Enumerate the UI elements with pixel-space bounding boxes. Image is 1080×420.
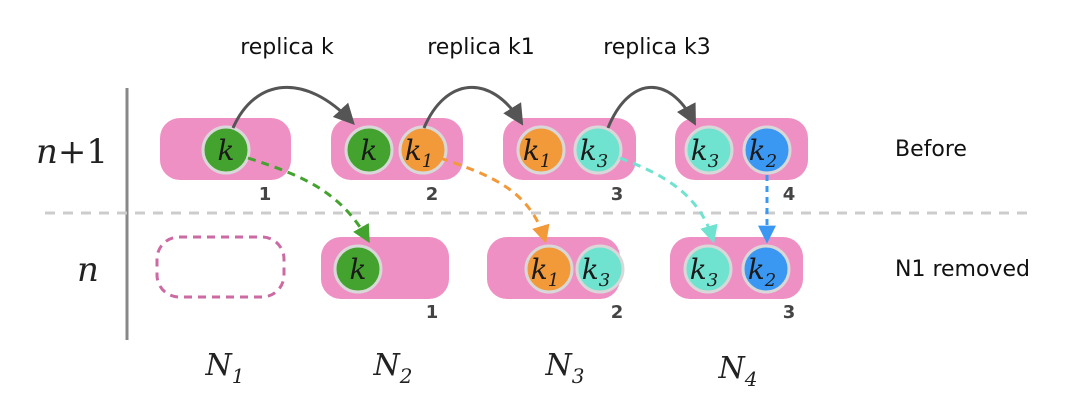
state-label-before: Before <box>895 137 967 162</box>
migrate-arrow-k1 <box>439 156 550 244</box>
index-top-3: 3 <box>611 184 624 205</box>
svg-text:k3: k3 <box>580 134 608 172</box>
svg-text:k: k <box>350 253 367 286</box>
svg-text:k3: k3 <box>582 253 610 291</box>
key-k-n1-top: k <box>201 125 251 175</box>
svg-text:k: k <box>218 134 235 167</box>
index-bottom-2: 2 <box>611 302 624 323</box>
node-n1-removed <box>155 235 286 299</box>
svg-text:k2: k2 <box>749 134 777 172</box>
index-top-1: 1 <box>259 184 272 205</box>
replica-label-k3: replica k3 <box>603 35 711 60</box>
svg-text:k3: k3 <box>691 134 719 172</box>
svg-text:k: k <box>361 134 378 167</box>
replica-arrow-k1 <box>422 85 524 129</box>
index-bottom-1: 1 <box>426 302 439 323</box>
svg-text:k1: k1 <box>523 134 551 172</box>
svg-text:k2: k2 <box>748 253 776 291</box>
row-label-top: n+1 <box>36 132 108 172</box>
column-label-n4: N4 <box>718 351 758 391</box>
row-label-bottom: n <box>77 250 99 290</box>
key-k-n2-bottom: k <box>333 244 383 294</box>
key-k1-n3-bottom: k1 <box>524 244 574 294</box>
key-k1-n2-top: k1 <box>398 125 448 175</box>
column-label-n1: N1 <box>205 348 245 388</box>
svg-text:k1: k1 <box>405 134 433 172</box>
svg-text:k3: k3 <box>690 253 718 291</box>
key-k-n2-top: k <box>344 125 394 175</box>
replica-label-k: replica k <box>240 35 334 60</box>
column-label-n3: N3 <box>545 348 585 388</box>
key-k3-n4-top: k3 <box>684 125 734 175</box>
index-top-4: 4 <box>783 184 796 205</box>
key-k3-n3-top: k3 <box>573 125 623 175</box>
key-k3-n3-bottom: k3 <box>575 244 625 294</box>
migrate-arrow-k <box>247 156 370 244</box>
replica-label-k1: replica k1 <box>427 35 535 60</box>
key-k2-n4-bottom: k2 <box>741 244 791 294</box>
index-bottom-3: 3 <box>783 302 796 323</box>
migrate-arrow-k3 <box>619 156 718 244</box>
key-k2-n4-top: k2 <box>742 125 792 175</box>
state-label-removed: N1 removed <box>895 257 1030 282</box>
key-k1-n3-top: k1 <box>516 125 566 175</box>
column-label-n2: N2 <box>373 348 413 388</box>
key-k3-n4-bottom: k3 <box>683 244 733 294</box>
svg-text:k1: k1 <box>531 253 559 291</box>
replica-arrow-k3 <box>606 85 696 129</box>
index-top-2: 2 <box>426 184 439 205</box>
replica-arrow-k <box>231 86 355 129</box>
